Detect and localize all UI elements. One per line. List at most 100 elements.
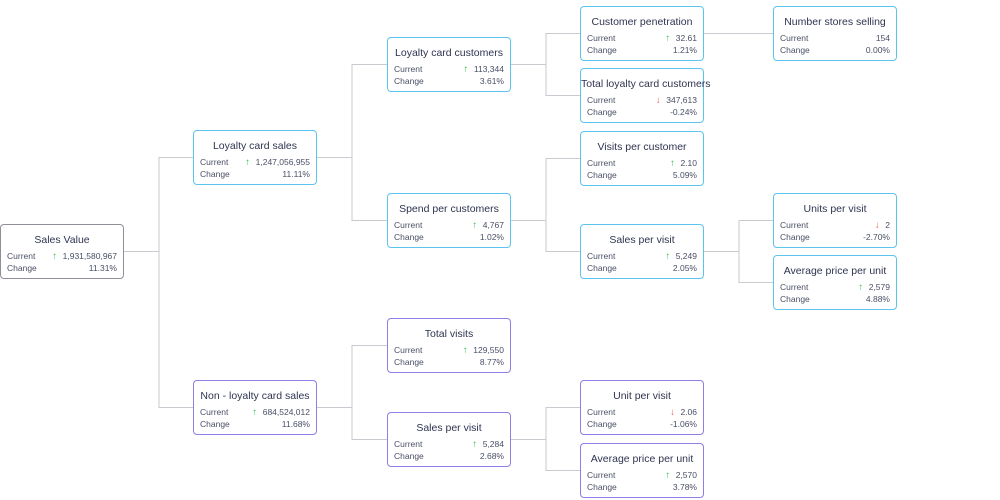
change-value: 3.78% — [672, 482, 697, 492]
up-arrow-icon: ↑ — [252, 407, 258, 418]
connector-sales-per-visit-l-to-average-price-per-unit-l — [704, 251, 773, 283]
change-row: Change -0.24% — [587, 107, 697, 118]
current-value: 2 — [885, 220, 890, 230]
up-arrow-icon: ↑ — [463, 64, 469, 75]
connector-spend-per-customers-to-visits-per-customer — [511, 158, 580, 221]
current-value: 32.61 — [675, 33, 697, 43]
change-label: Change — [394, 451, 424, 461]
connector-sales-value-to-loyalty-card-sales — [124, 157, 193, 252]
up-arrow-icon: ↑ — [665, 470, 671, 481]
up-arrow-icon: ↑ — [472, 220, 478, 231]
change-value: 3.61% — [479, 76, 504, 86]
current-label: Current — [780, 282, 809, 292]
node-title: Unit per visit — [613, 390, 671, 402]
current-row: Current↓2.06 — [587, 407, 697, 418]
current-label: Current — [394, 345, 423, 355]
current-row: Current↑2,579 — [780, 282, 890, 293]
current-row: Current↑684,524,012 — [200, 407, 310, 418]
connector-sales-per-visit-nl-to-unit-per-visit — [511, 407, 580, 440]
change-label: Change — [394, 76, 424, 86]
node-title: Non - loyalty card sales — [200, 390, 310, 402]
current-label: Current — [394, 220, 423, 230]
node-title: Customer penetration — [591, 16, 693, 28]
node-title: Average price per unit — [590, 453, 694, 465]
current-label: Current — [587, 407, 616, 417]
change-row: Change 2.68% — [394, 451, 504, 462]
change-value: 0.00% — [865, 45, 890, 55]
current-value: 684,524,012 — [262, 407, 310, 417]
current-row: Current↑2,570 — [587, 470, 697, 481]
connector-loyalty-card-sales-to-loyalty-card-customers — [317, 64, 387, 158]
change-row: Change 11.11% — [200, 169, 310, 180]
current-row: Current↑1,247,056,955 — [200, 157, 310, 168]
change-label: Change — [780, 45, 810, 55]
change-label: Change — [780, 294, 810, 304]
connector-sales-per-visit-nl-to-average-price-per-unit-nl — [511, 439, 580, 471]
current-value: 2.10 — [680, 158, 697, 168]
current-label: Current — [780, 33, 809, 43]
current-row: Current↑5,284 — [394, 439, 504, 450]
current-value: 5,249 — [675, 251, 697, 261]
change-label: Change — [587, 107, 617, 117]
node-title: Spend per customers — [399, 203, 499, 215]
connector-non-loyalty-card-sales-to-sales-per-visit-nl — [317, 407, 387, 440]
up-arrow-icon: ↑ — [665, 33, 671, 44]
change-label: Change — [394, 357, 424, 367]
current-value: 4,767 — [482, 220, 504, 230]
connector-spend-per-customers-to-sales-per-visit-l — [511, 220, 580, 252]
change-row: Change 4.88% — [780, 294, 890, 305]
current-value: 347,613 — [666, 95, 697, 105]
change-value: 2.05% — [672, 263, 697, 273]
up-arrow-icon: ↑ — [52, 251, 58, 262]
change-label: Change — [394, 232, 424, 242]
current-value: 5,284 — [482, 439, 504, 449]
node-title: Sales Value — [34, 234, 90, 246]
change-label: Change — [587, 419, 617, 429]
change-row: Change 0.00% — [780, 45, 890, 56]
connector-loyalty-card-sales-to-spend-per-customers — [317, 157, 387, 221]
change-label: Change — [200, 169, 230, 179]
change-label: Change — [7, 263, 37, 273]
node-title: Number stores selling — [784, 16, 886, 28]
change-value: 2.68% — [479, 451, 504, 461]
change-value: 11.31% — [88, 263, 117, 273]
change-label: Change — [200, 419, 230, 429]
change-label: Change — [587, 45, 617, 55]
node-title: Loyalty card customers — [395, 47, 503, 59]
current-row: Current↑32.61 — [587, 33, 697, 44]
up-arrow-icon: ↑ — [472, 439, 478, 450]
current-label: Current — [780, 220, 809, 230]
current-value: 1,247,056,955 — [255, 157, 310, 167]
connector-loyalty-card-customers-to-customer-penetration — [511, 33, 580, 65]
change-row: Change 3.61% — [394, 76, 504, 87]
node-title: Units per visit — [803, 203, 867, 215]
change-value: 8.77% — [479, 357, 504, 367]
change-value: 4.88% — [865, 294, 890, 304]
change-value: -0.24% — [670, 107, 697, 117]
change-value: 11.68% — [281, 419, 310, 429]
change-row: Change 11.31% — [7, 263, 117, 274]
change-value: 11.11% — [282, 169, 310, 179]
node-title: Loyalty card sales — [212, 140, 298, 152]
current-label: Current — [200, 157, 229, 167]
current-value: 2,570 — [675, 470, 697, 480]
